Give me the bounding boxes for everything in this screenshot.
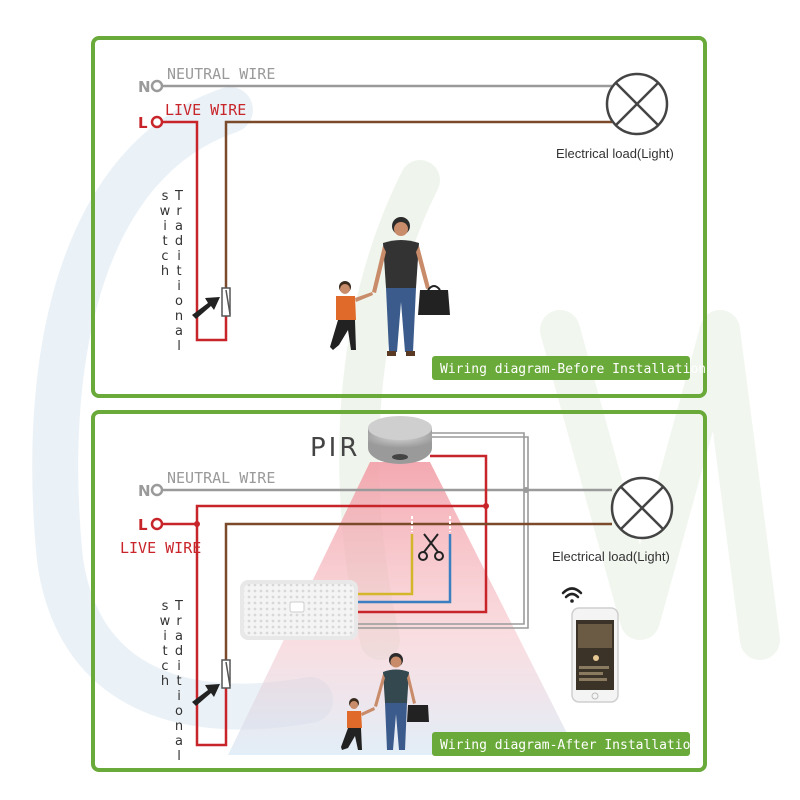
before-panel: N L NEUTRAL WIRE LIVE WIRE Electrical lo… bbox=[91, 36, 707, 398]
neutral-terminal bbox=[150, 79, 164, 93]
live-junction bbox=[194, 521, 200, 527]
live-wire-line bbox=[160, 522, 228, 747]
arrow-icon bbox=[192, 684, 220, 706]
pir-label: PIR bbox=[310, 433, 360, 463]
arrow-icon bbox=[192, 297, 220, 319]
live-wire-label: LIVE WIRE bbox=[165, 101, 246, 119]
live-wire-line bbox=[160, 120, 228, 342]
after-panel-frame bbox=[91, 410, 707, 772]
people-illustration bbox=[341, 653, 429, 750]
live-wire-label: LIVE WIRE bbox=[120, 539, 201, 557]
neutral-terminal bbox=[150, 483, 164, 497]
cut-marks bbox=[411, 516, 451, 532]
after-panel: N L NEUTRAL WIRE LIVE WIRE PIR Electrica… bbox=[91, 410, 707, 772]
pir-detection-beam bbox=[228, 462, 578, 755]
live-terminal bbox=[150, 115, 164, 129]
switch-icon bbox=[221, 287, 231, 317]
pir-live-down-wire bbox=[358, 506, 488, 614]
people-illustration bbox=[330, 217, 450, 356]
smartphone-icon bbox=[571, 607, 619, 703]
neutral-wire-label: NEUTRAL WIRE bbox=[167, 469, 275, 487]
load-wire-line bbox=[224, 120, 612, 290]
before-badge-text: Wiring diagram-Before Installation bbox=[440, 362, 706, 377]
live-terminal-letter: L bbox=[138, 516, 148, 534]
load-label: Electrical load(Light) bbox=[556, 146, 674, 161]
after-badge-text: Wiring diagram-After Installation bbox=[440, 738, 698, 753]
live-terminal-letter: L bbox=[138, 114, 148, 132]
light-bulb-icon bbox=[610, 476, 674, 540]
after-badge bbox=[432, 732, 690, 756]
pir-neutral-loop bbox=[358, 432, 529, 629]
scissors-icon bbox=[418, 533, 444, 561]
load-wire-line bbox=[224, 522, 612, 660]
neutral-junction bbox=[523, 487, 529, 493]
switch-icon bbox=[221, 659, 231, 689]
controller-module bbox=[240, 580, 358, 640]
load-label: Electrical load(Light) bbox=[552, 549, 670, 564]
pir-sensor-icon bbox=[368, 416, 432, 464]
yellow-control-wire bbox=[358, 534, 414, 596]
neutral-wire-label: NEUTRAL WIRE bbox=[167, 65, 275, 83]
wifi-icon bbox=[561, 587, 583, 603]
blue-control-wire bbox=[358, 534, 452, 604]
before-badge bbox=[432, 356, 690, 380]
neutral-terminal-letter: N bbox=[138, 482, 151, 500]
live-terminal bbox=[150, 517, 164, 531]
before-panel-frame bbox=[91, 36, 707, 398]
light-bulb-icon bbox=[605, 72, 669, 136]
neutral-terminal-letter: N bbox=[138, 78, 151, 96]
